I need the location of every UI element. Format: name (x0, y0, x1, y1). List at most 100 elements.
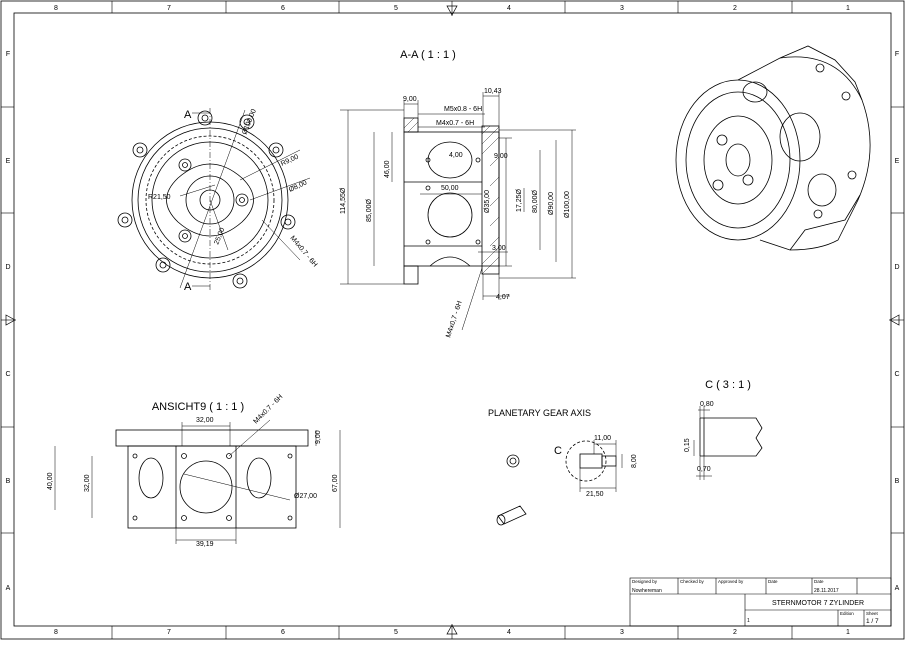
zone-row-c-right: C (894, 371, 899, 378)
detail-c-title: C ( 3 : 1 ) (705, 379, 751, 391)
zone-row-d: D (5, 264, 10, 271)
zone-col-7: 7 (167, 5, 171, 12)
dim-front-r9: R9,00 (280, 154, 300, 168)
front-lugs (117, 110, 296, 289)
title-block-frame (629, 577, 892, 627)
title-block-text: Designed by Nowhereman Checked by Approv… (632, 579, 879, 625)
section-aa-dim-labels: 9,00 10,43 M5x0.8 - 6H M4x0.7 - 6H 4,00 … (340, 88, 571, 339)
zone-col-2: 2 (733, 5, 737, 12)
dim-detail-070: 0,70 (697, 466, 711, 473)
zone-labels-bottom: 8 7 6 5 4 3 2 1 (54, 629, 850, 636)
tb-approved-by-label: Approved by (718, 579, 744, 584)
zone-row-f: F (6, 51, 10, 58)
ansicht-dim-lines (54, 419, 341, 544)
zone-row-f-right: F (895, 51, 899, 58)
dim-aa-4: 4,00 (449, 152, 463, 159)
dim-aa-90: Ø90,00 (548, 192, 555, 215)
zone-row-d-right: D (894, 264, 899, 271)
zone-col-7-bottom: 7 (167, 629, 171, 636)
front-view (117, 110, 296, 289)
ansicht-dim-labels: 32,00 M4x0.7 - 6H 9,00 40,00 32,00 67,00… (47, 394, 339, 548)
dim-ans-27: Ø27,00 (294, 493, 317, 500)
dim-ans-32top: 32,00 (196, 417, 214, 424)
zone-col-1: 1 (846, 5, 850, 12)
zone-col-5: 5 (394, 5, 398, 12)
section-aa-dim-lines (340, 92, 576, 331)
tb-date-label: Date (768, 579, 778, 584)
dim-ans-3919: 39,19 (196, 541, 214, 548)
tb-sheet-label: Sheet (866, 611, 879, 616)
zone-labels-left: F E D C B A (5, 51, 10, 592)
zone-col-4: 4 (507, 5, 511, 12)
zone-row-a-right: A (895, 585, 900, 592)
tb-designed-by: Nowhereman (632, 588, 662, 594)
dim-aa-1043: 10,43 (484, 88, 502, 95)
detail-c-dim-labels: 0,80 0,15 0,70 (684, 401, 714, 473)
tb-part-number: 1 (747, 618, 750, 624)
isometric-view (675, 45, 871, 251)
zone-col-6: 6 (281, 5, 285, 12)
dim-ans-thread: M4x0.7 - 6H (252, 394, 284, 426)
zone-labels-top: 8 7 6 5 4 3 2 1 (54, 5, 850, 12)
dim-front-thread: M4x0.7 - 6H (288, 235, 318, 269)
zone-labels-right: F E D C B A (894, 51, 899, 592)
front-dim-labels: A A Ø100,00 R9,00 Ø8,00 R21,50 25,00 M4x… (148, 108, 318, 293)
dim-pga-11: 11,00 (594, 435, 611, 442)
dim-aa-1725: 17,25Ø (516, 188, 523, 212)
tb-title: STERNMOTOR 7 ZYLINDER (772, 600, 864, 607)
zone-row-b-right: B (895, 478, 900, 485)
detail-c-dim-lines (693, 406, 712, 480)
zone-col-8-bottom: 8 (54, 629, 58, 636)
planetary-dim-lines (579, 440, 623, 492)
dim-aa-11455: 114,55Ø (340, 187, 347, 214)
zone-col-1-bottom: 1 (846, 629, 850, 636)
dim-aa-100: Ø100,00 (564, 191, 571, 218)
tb-sheet: 1 / 7 (866, 618, 879, 625)
dim-aa-9b: 9,00 (494, 153, 508, 160)
dim-aa-3: 3,00 (492, 245, 506, 252)
zone-col-2-bottom: 2 (733, 629, 737, 636)
zone-col-4-bottom: 4 (507, 629, 511, 636)
ansicht-title: ANSICHT9 ( 1 : 1 ) (152, 401, 244, 413)
dim-aa-50: 50,00 (441, 185, 459, 192)
dim-ans-40: 40,00 (47, 472, 54, 490)
section-aa-title: A-A ( 1 : 1 ) (400, 49, 456, 61)
tb-checked-by-label: Checked by (680, 579, 705, 584)
dim-aa-9: 9,00 (403, 96, 417, 103)
zone-row-a: A (6, 585, 11, 592)
zone-row-e: E (6, 158, 11, 165)
dim-aa-thread-m4b: M4x0,7 - 6H (445, 300, 463, 338)
planetary-title: PLANETARY GEAR AXIS (488, 408, 591, 418)
planetary-views (496, 440, 617, 526)
dim-aa-85: 85,00Ø (366, 198, 373, 222)
zone-row-e-right: E (895, 158, 900, 165)
dim-aa-thread-m5: M5x0.8 - 6H (444, 106, 482, 113)
zone-col-8: 8 (54, 5, 58, 12)
tb-edition-label: Edition (840, 611, 854, 616)
tb-date: 28.11.2017 (814, 588, 839, 594)
section-aa-hatch (403, 117, 500, 275)
dim-detail-015: 0,15 (684, 438, 691, 452)
detail-c-view (699, 417, 763, 457)
dim-ans-32: 32,00 (84, 474, 91, 492)
zone-col-5-bottom: 5 (394, 629, 398, 636)
dim-aa-thread-m4: M4x0.7 - 6H (436, 120, 474, 127)
dim-pga-2150: 21,50 (586, 491, 604, 498)
zone-row-b: B (6, 478, 11, 485)
front-dim-lines (179, 108, 311, 292)
dim-pga-8: 8,00 (631, 454, 638, 468)
dim-detail-080: 0,80 (700, 401, 714, 408)
dim-front-r2150: R21,50 (148, 194, 171, 201)
planetary-dim-labels: C 11,00 8,00 21,50 (554, 435, 638, 498)
section-aa-body (403, 117, 500, 285)
section-letter-bottom: A (184, 281, 192, 293)
dim-front-d25: 25,00 (213, 227, 226, 246)
tb-date-label-2: Date (814, 579, 824, 584)
zone-col-3: 3 (620, 5, 624, 12)
ansicht-view (115, 429, 309, 529)
section-letter-top: A (184, 109, 192, 121)
callout-c: C (554, 445, 562, 457)
